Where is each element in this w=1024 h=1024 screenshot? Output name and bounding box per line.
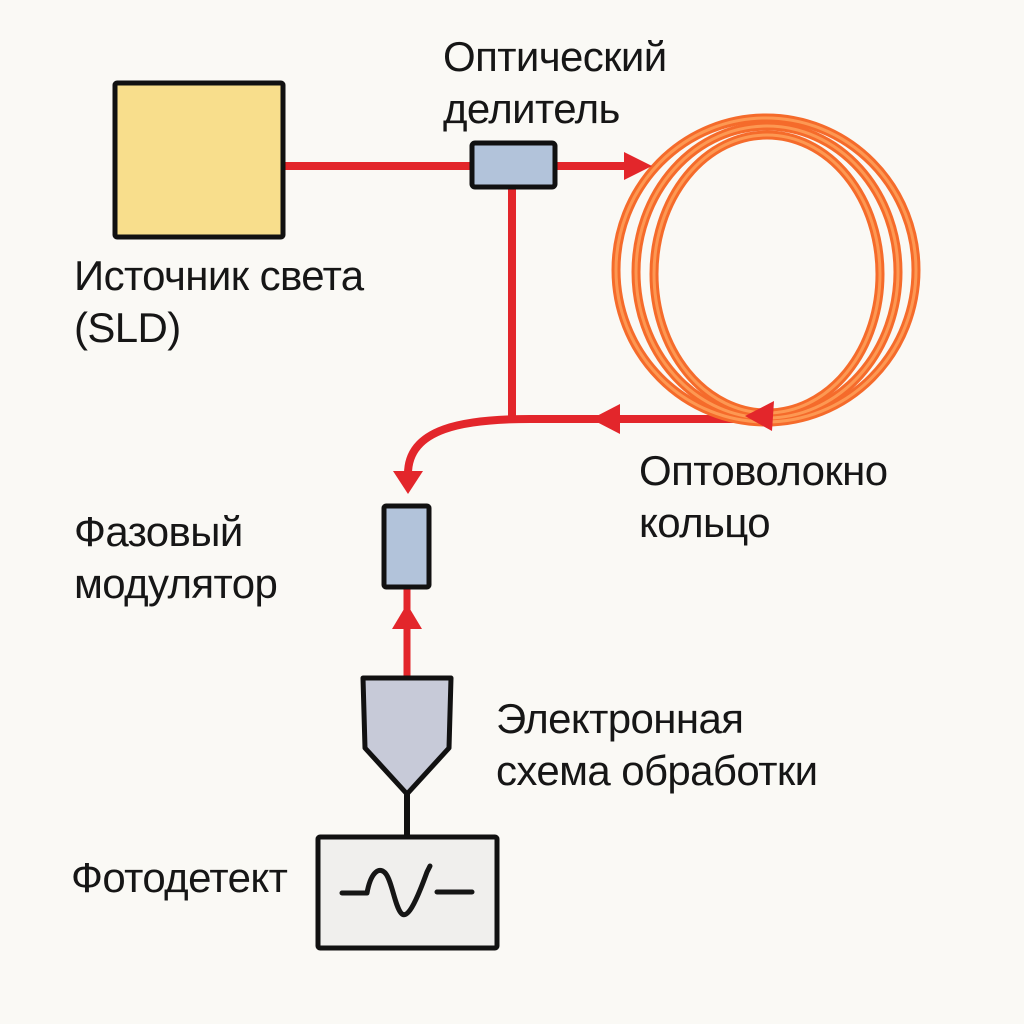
fiber-line-coil-return	[404, 415, 772, 475]
electronics-label: Электронная схема обработки	[496, 693, 818, 797]
sine-wave-icon	[339, 863, 475, 918]
fiber-coil-loop-outer	[611, 113, 921, 427]
arrow-return-left-icon	[591, 404, 620, 434]
phase-modulator-label-line2: модулятор	[74, 560, 278, 607]
arrow-down-into-modulator-icon	[393, 471, 423, 494]
photodetector-label: Фотодетект	[71, 852, 288, 904]
electronics-label-line2: схема обработки	[496, 747, 818, 794]
optical-splitter-label-line1: Оптический	[443, 33, 667, 80]
light-source-label-line2: (SLD)	[74, 304, 181, 351]
fiber-coil-label-line2: кольцо	[639, 499, 771, 546]
processing-circuit-box	[315, 834, 500, 951]
optical-splitter-label: Оптический делитель	[443, 31, 667, 135]
phase-modulator-box	[381, 503, 432, 590]
fiber-coil-highlight-middle	[634, 124, 900, 420]
optical-splitter-label-line2: делитель	[443, 85, 620, 132]
fiber-coil-highlight-inner	[652, 133, 882, 415]
electronics-label-line1: Электронная	[496, 695, 744, 742]
photodetector-funnel	[360, 675, 454, 797]
fiber-coil-label: Оптоволокно кольцо	[639, 445, 888, 549]
photodetector-label-line1: Фотодетект	[71, 854, 288, 901]
light-source-box	[112, 80, 286, 240]
phase-modulator-label-line1: Фазовый	[74, 508, 243, 555]
fiber-coil-label-line1: Оптоволокно	[639, 447, 888, 494]
phase-modulator-label: Фазовый модулятор	[74, 506, 278, 610]
fiber-coil	[611, 113, 921, 427]
arrow-out-of-coil-icon	[745, 401, 774, 431]
arrow-into-coil-icon	[624, 152, 652, 180]
light-source-label-line1: Источник света	[74, 252, 364, 299]
light-source-label: Источник света (SLD)	[74, 250, 364, 354]
optical-splitter-box	[469, 140, 558, 190]
arrow-up-into-modulator-icon	[392, 604, 422, 629]
